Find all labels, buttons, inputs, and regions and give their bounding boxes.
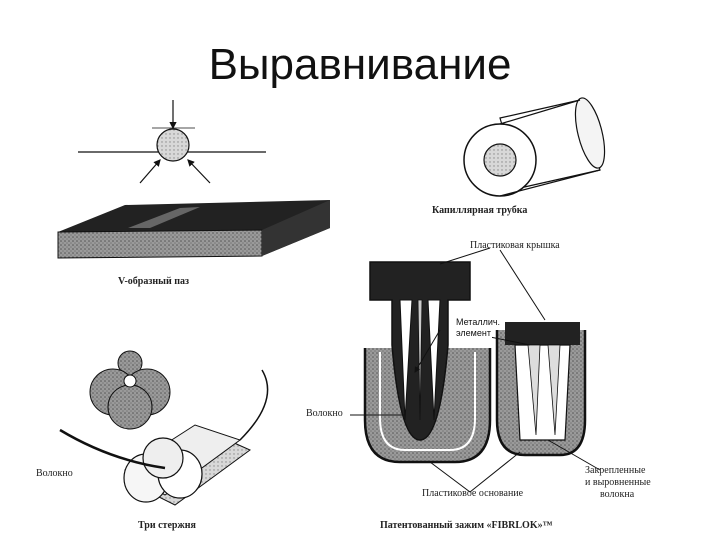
fibrlok-diagram [350, 247, 601, 493]
three-rods-diagram [59, 350, 269, 506]
three-rods-fiber-label: Волокно [36, 468, 73, 479]
v-groove-caption: V-образный паз [118, 276, 190, 287]
fixed-fibers-label-line2: и выровненные [585, 477, 651, 488]
v-groove-diagram [57, 100, 330, 259]
three-rods-caption: Три стержня [138, 520, 196, 531]
fiber-circle [156, 128, 190, 162]
capillary-tube-diagram [463, 97, 606, 197]
metal-element-label-line2: элемент [455, 328, 492, 338]
capillary-caption: Капиллярная трубка [432, 205, 528, 216]
fixed-fibers-label-line1: Закрепленные [585, 465, 646, 476]
plastic-cap-label: Пластиковая крышка [470, 240, 560, 251]
fibrlok-caption: Патентованный зажим «FIBRLOK»™ [380, 520, 553, 531]
fixed-fibers-label-line3: волокна [600, 489, 635, 500]
metal-element-label-line1: Металлич. [455, 317, 502, 327]
plastic-base-label: Пластиковое основание [422, 488, 524, 499]
fibrlok-fiber-label: Волокно [306, 408, 343, 419]
slide-title: Выравнивание [208, 40, 512, 89]
